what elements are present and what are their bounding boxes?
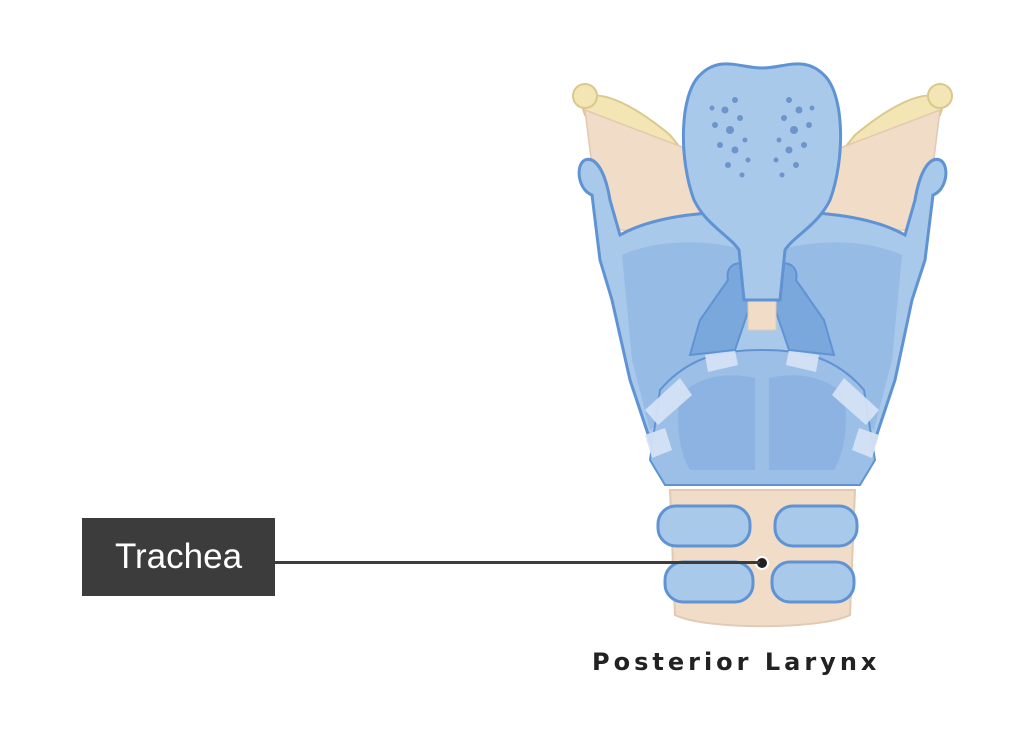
epiglottis-pits	[709, 97, 815, 178]
trachea-label: Trachea	[82, 518, 275, 596]
posterior-cricoarytenoid-right	[769, 375, 846, 470]
thyroid-lamina-left	[622, 242, 745, 430]
tracheal-ring	[656, 504, 752, 548]
tracheal-ring	[773, 504, 859, 548]
posterior-cricoarytenoid-left	[678, 375, 755, 470]
epiglottis	[681, 62, 843, 331]
thyroid-lamina-right	[779, 242, 902, 430]
tracheal-ring	[770, 560, 856, 604]
tracheal-ring	[663, 560, 755, 604]
diagram-caption: Posterior Larynx	[592, 648, 881, 676]
ligaments	[645, 350, 879, 458]
trachea-leader-line	[275, 561, 760, 564]
trachea-label-text: Trachea	[114, 537, 243, 576]
